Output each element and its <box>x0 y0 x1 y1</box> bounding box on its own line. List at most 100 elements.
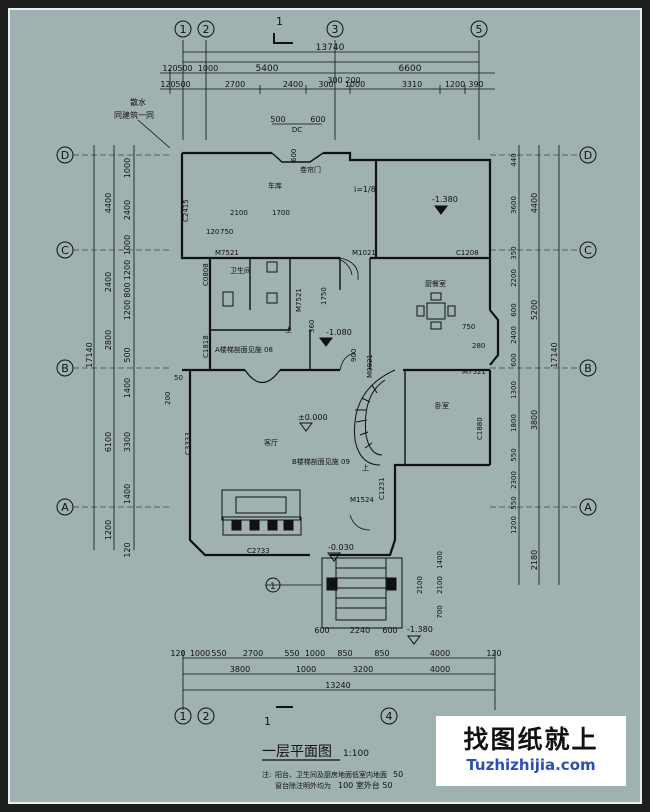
axis-label-bottom-2: 2 <box>203 710 210 723</box>
dim-right-in-550a: 550 <box>510 448 518 461</box>
axis-bubble-right-C <box>579 241 597 259</box>
dim-right-in-600a: 600 <box>510 303 518 316</box>
dim-right-in-440: 440 <box>510 153 518 166</box>
dim-left-in-1000b: 1000 <box>123 235 132 255</box>
dim-bot-120b: 120 <box>486 649 501 658</box>
label-dim-1700: 1700 <box>272 209 290 217</box>
level-triangle-hall <box>319 337 333 347</box>
dim-right-in-3600: 3600 <box>510 196 518 214</box>
axis-bubble-bottom-2 <box>197 707 215 725</box>
level-triangle-outside <box>407 635 421 645</box>
label-c1208: C1208 <box>456 249 479 257</box>
label-c1818: C1818 <box>202 335 210 358</box>
dim-bot-1000c: 1000 <box>296 665 316 674</box>
drawing-sheet: 1 2 3 5 1 <box>8 8 642 804</box>
dim-top-r4-3310: 3310 <box>402 80 422 89</box>
axis-bubble-right-D <box>579 146 597 164</box>
dim-top-r4-300: 300 <box>318 80 333 89</box>
level-triangle-entry <box>327 552 341 562</box>
label-dim-50: 50 <box>174 374 183 382</box>
dim-top-r4-120: 120 <box>160 80 175 89</box>
dim-left-in-500: 500 <box>123 347 132 362</box>
dim-stair-r-700: 700 <box>436 605 444 618</box>
dim-top-r4-1000: 1000 <box>345 80 365 89</box>
dim-stair-600a: 600 <box>314 626 329 635</box>
dim-bot-2700: 2700 <box>243 649 263 658</box>
room-garage: 车库 <box>268 181 282 190</box>
axis-bubble-top-1 <box>174 20 192 38</box>
section-mark-top-label: 1 <box>276 15 283 28</box>
dim-right-in-2300: 2300 <box>510 471 518 489</box>
note-line-2: 窗台除注明外均为 <box>275 781 331 790</box>
note-line-2-val: 100 室外台 50 <box>338 780 393 790</box>
toilet-1 <box>266 261 278 273</box>
note-label: 注: <box>262 770 271 779</box>
dim-bay-600: 600 <box>310 115 325 124</box>
label-m1524: M1524 <box>350 496 374 504</box>
dim-top-r3-500: 500 <box>177 64 192 73</box>
room-dining: 厨餐室 <box>425 279 446 288</box>
axis-label-right-C: C <box>584 244 592 257</box>
axis-label-left-A: A <box>61 501 69 514</box>
drawing-title: 一层平面图 <box>262 744 332 760</box>
dim-left-in-1400b: 1400 <box>123 484 132 504</box>
dim-top-r3-300: 300 <box>327 76 342 85</box>
dim-left-in-2400: 2400 <box>123 200 132 220</box>
dim-left-in-800: 800 <box>123 282 132 297</box>
axis-label-top-1: 1 <box>180 23 187 36</box>
dim-bot-total: 13240 <box>325 681 350 690</box>
dim-right-4400: 4400 <box>530 193 539 213</box>
axis-label-right-A: A <box>584 501 592 514</box>
dim-top-r3-120: 120 <box>162 64 177 73</box>
label-dim-750a: 750 <box>220 228 233 236</box>
top-axis-bubbles <box>174 20 488 38</box>
dim-stair-r-2100a: 2100 <box>436 576 444 594</box>
dim-left-2400: 2400 <box>104 272 113 292</box>
axis-label-right-B: B <box>584 362 592 375</box>
dim-left-in-120: 120 <box>123 542 132 557</box>
watermark-url: Tuzhizhijia.com <box>466 756 596 774</box>
dim-top-r4-2700: 2700 <box>225 80 245 89</box>
dim-bot-850a: 850 <box>337 649 352 658</box>
dim-bay-dc: DC <box>292 126 302 134</box>
axis-label-left-B: B <box>61 362 69 375</box>
label-entry-mark: 1 <box>270 582 276 592</box>
dim-top-6600: 6600 <box>399 64 422 74</box>
dim-stair-r-1400: 1400 <box>436 551 444 569</box>
entry-stair <box>321 557 403 629</box>
label-c1880: C1880 <box>476 417 484 440</box>
dim-top-r3-200: 200 <box>345 76 360 85</box>
top-dimension-lines <box>160 40 495 140</box>
label-level-entry: -0.030 <box>328 543 354 552</box>
dim-right-in-550b: 550 <box>510 496 518 509</box>
dim-top-r4-500: 500 <box>175 80 190 89</box>
dim-right-in-600b: 600 <box>510 353 518 366</box>
label-c0808: C0808 <box>202 263 210 286</box>
rainwater-note-1: 散水 <box>130 97 146 107</box>
label-level-zero: ±0.000 <box>298 413 328 422</box>
label-c3333: C3333 <box>184 432 192 455</box>
label-dim-600: 600 <box>290 149 298 162</box>
dim-left-4400: 4400 <box>104 193 113 213</box>
dim-top-5400: 5400 <box>256 64 279 74</box>
axis-bubble-bottom-4 <box>380 707 398 725</box>
dim-right-in-1300: 1300 <box>510 381 518 399</box>
spiral-stair <box>354 369 396 466</box>
dim-bot-120a: 120 <box>170 649 185 658</box>
room-bathroom: 卫生间 <box>230 266 251 275</box>
label-m1021: M1021 <box>352 249 376 257</box>
axis-label-top-5: 5 <box>476 23 483 36</box>
rainwater-note-2: 同建筑一同 <box>114 110 154 120</box>
dim-top-r4-1200: 1200 <box>445 80 465 89</box>
dim-right-in-2200: 2200 <box>510 269 518 287</box>
axis-bubble-top-5 <box>470 20 488 38</box>
dim-bot-3200: 3200 <box>353 665 373 674</box>
label-stair-b: B楼梯剖面见施 09 <box>292 457 350 466</box>
label-level-outside: -1.380 <box>407 625 433 634</box>
dim-left-total: 17140 <box>85 342 94 367</box>
dim-right-in-2400: 2400 <box>510 326 518 344</box>
dim-stair-2240: 2240 <box>350 626 370 635</box>
label-dim-280: 280 <box>472 342 485 350</box>
axis-bubble-right-A <box>579 498 597 516</box>
